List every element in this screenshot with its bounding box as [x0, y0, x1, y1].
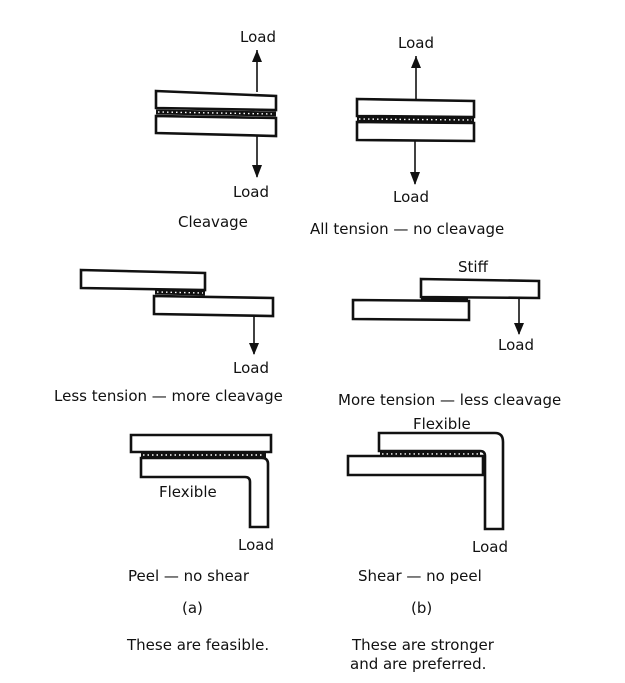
upper-adherend [129, 433, 273, 454]
load-label: Load [233, 359, 269, 377]
load-label-bottom: Load [393, 188, 429, 206]
column-marker-b: (b) [411, 599, 432, 617]
load-label: Load [472, 538, 508, 556]
arrow-head-up [252, 50, 262, 62]
caption-all-tension: All tension — no cleavage [310, 220, 504, 238]
column-b-footer: (b) These are stronger and are preferred… [350, 599, 495, 673]
lower-adherend [346, 454, 485, 477]
arrow-head-down [249, 343, 259, 355]
flexible-adherend [377, 431, 505, 531]
conclusion-b-line1: These are stronger [351, 636, 495, 654]
panel-more-tension: Stiff Load More tension — less cleavage [338, 258, 561, 409]
panel-peel: Flexible Load Peel — no shear [128, 433, 274, 585]
adhesive-texture [157, 111, 275, 115]
lower-adherend [152, 294, 275, 318]
upper-adherend [79, 268, 207, 292]
upper-adherend [419, 277, 541, 300]
lower-adherend [351, 298, 471, 322]
caption-more-tension: More tension — less cleavage [338, 391, 561, 409]
adhesive-texture [358, 118, 473, 121]
adhesive-texture [156, 291, 204, 294]
caption-cleavage: Cleavage [178, 213, 248, 231]
panel-all-tension: Load Load All tension — no cleavage [310, 34, 504, 238]
conclusion-a: These are feasible. [126, 636, 269, 654]
conclusion-b-line2: and are preferred. [350, 655, 486, 673]
panel-shear: Flexible Load Shear — no peel [346, 415, 508, 585]
arrow-head-down [514, 323, 524, 335]
arrow-head-down [252, 165, 262, 178]
stiff-label: Stiff [458, 258, 489, 276]
lower-adherend [355, 120, 476, 143]
load-label-top: Load [240, 28, 276, 46]
arrow-head-down [410, 172, 420, 185]
load-label: Load [238, 536, 274, 554]
upper-adherend [355, 97, 476, 119]
caption-peel: Peel — no shear [128, 567, 250, 585]
flexible-label: Flexible [159, 483, 217, 501]
column-a-footer: (a) These are feasible. [126, 599, 269, 654]
arrow-head-up [411, 56, 421, 68]
upper-adherend [154, 89, 278, 112]
column-marker-a: (a) [182, 599, 203, 617]
load-label-top: Load [398, 34, 434, 52]
caption-less-tension: Less tension — more cleavage [54, 387, 283, 405]
load-label-bottom: Load [233, 183, 269, 201]
adhesive-layer [356, 116, 475, 123]
panel-cleavage: Load Load Cleavage [154, 28, 278, 231]
caption-shear: Shear — no peel [358, 567, 482, 585]
flexible-adherend [139, 456, 270, 529]
lower-adherend [154, 114, 278, 138]
panel-less-tension: Load Less tension — more cleavage [54, 268, 283, 405]
load-label: Load [498, 336, 534, 354]
flexible-label: Flexible [413, 415, 471, 433]
